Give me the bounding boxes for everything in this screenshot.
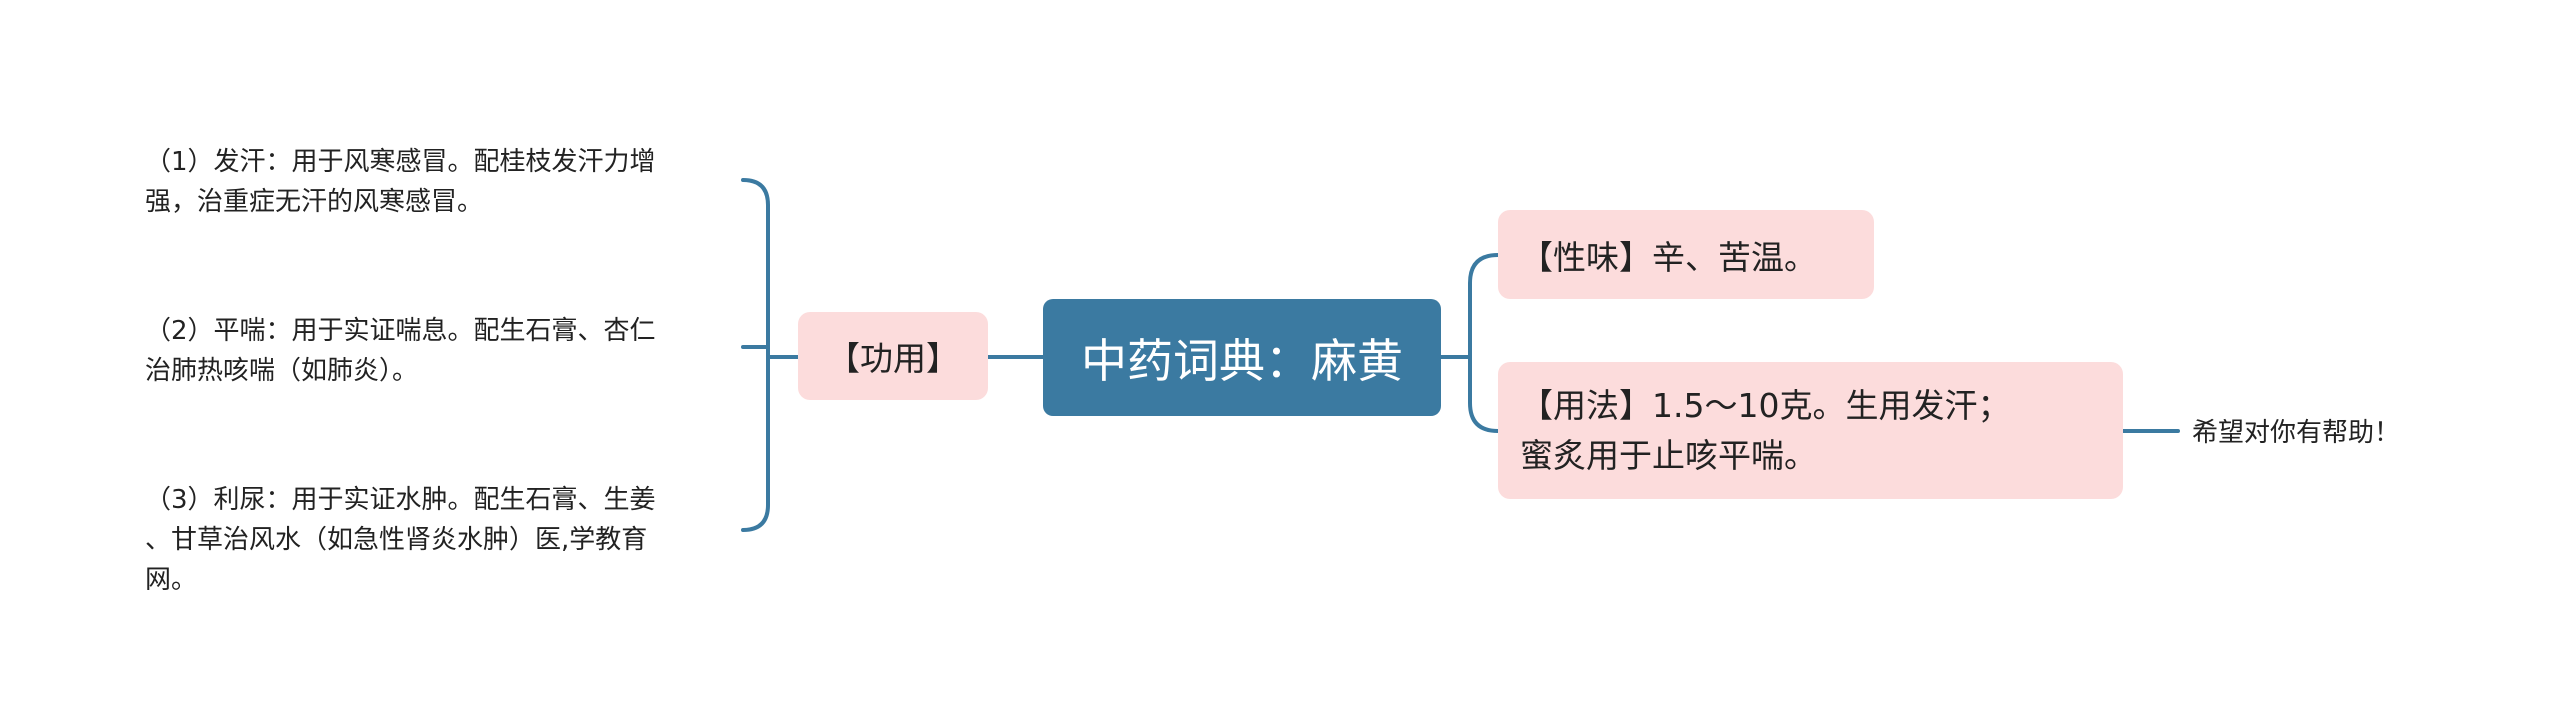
root-topic-label: 中药词典：麻黄 [1081,333,1403,388]
branch-gongyong-label: 【功用】 [827,339,959,378]
leaf-liniao-line-2: 、甘草治风水（如急性肾炎水肿）医,学教育 [145,525,648,555]
leaf-help[interactable]: 希望对你有帮助！ [2192,413,2400,453]
leaf-fahan-line-2: 强，治重症无汗的风寒感冒。 [145,187,484,217]
leaf-fahan[interactable]: （1）发汗：用于风寒感冒。配桂枝发汗力增 强，治重症无汗的风寒感冒。 [145,142,656,222]
branch-xingwei[interactable]: 【性味】辛、苦温。 [1498,210,1874,299]
leaf-liniao[interactable]: （3）利尿：用于实证水肿。配生石膏、生姜 、甘草治风水（如急性肾炎水肿）医,学教… [145,480,656,600]
leaf-liniao-line-1: （3）利尿：用于实证水肿。配生石膏、生姜 [145,485,656,515]
branch-yongfa-line-1: 【用法】1.5～10克。生用发汗； [1520,385,2011,425]
branch-yongfa[interactable]: 【用法】1.5～10克。生用发汗； 蜜炙用于止咳平喘。 [1498,362,2123,499]
branch-xingwei-label: 【性味】辛、苦温。 [1520,237,1817,277]
leaf-liniao-line-3: 网。 [145,565,198,595]
connector-right-bracket [1468,253,1500,433]
branch-yongfa-line-2: 蜜炙用于止咳平喘。 [1520,435,1817,475]
root-topic[interactable]: 中药词典：麻黄 [1043,299,1441,416]
branch-gongyong[interactable]: 【功用】 [798,312,988,400]
leaf-help-label: 希望对你有帮助！ [2192,418,2401,448]
leaf-pingchuan-line-1: （2）平喘：用于实证喘息。配生石膏、杏仁 [145,316,656,346]
connector-left-bracket [741,178,770,532]
leaf-pingchuan[interactable]: （2）平喘：用于实证喘息。配生石膏、杏仁 治肺热咳喘（如肺炎）。 [145,311,656,391]
leaf-fahan-line-1: （1）发汗：用于风寒感冒。配桂枝发汗力增 [145,147,656,177]
leaf-pingchuan-line-2: 治肺热咳喘（如肺炎）。 [145,356,419,386]
